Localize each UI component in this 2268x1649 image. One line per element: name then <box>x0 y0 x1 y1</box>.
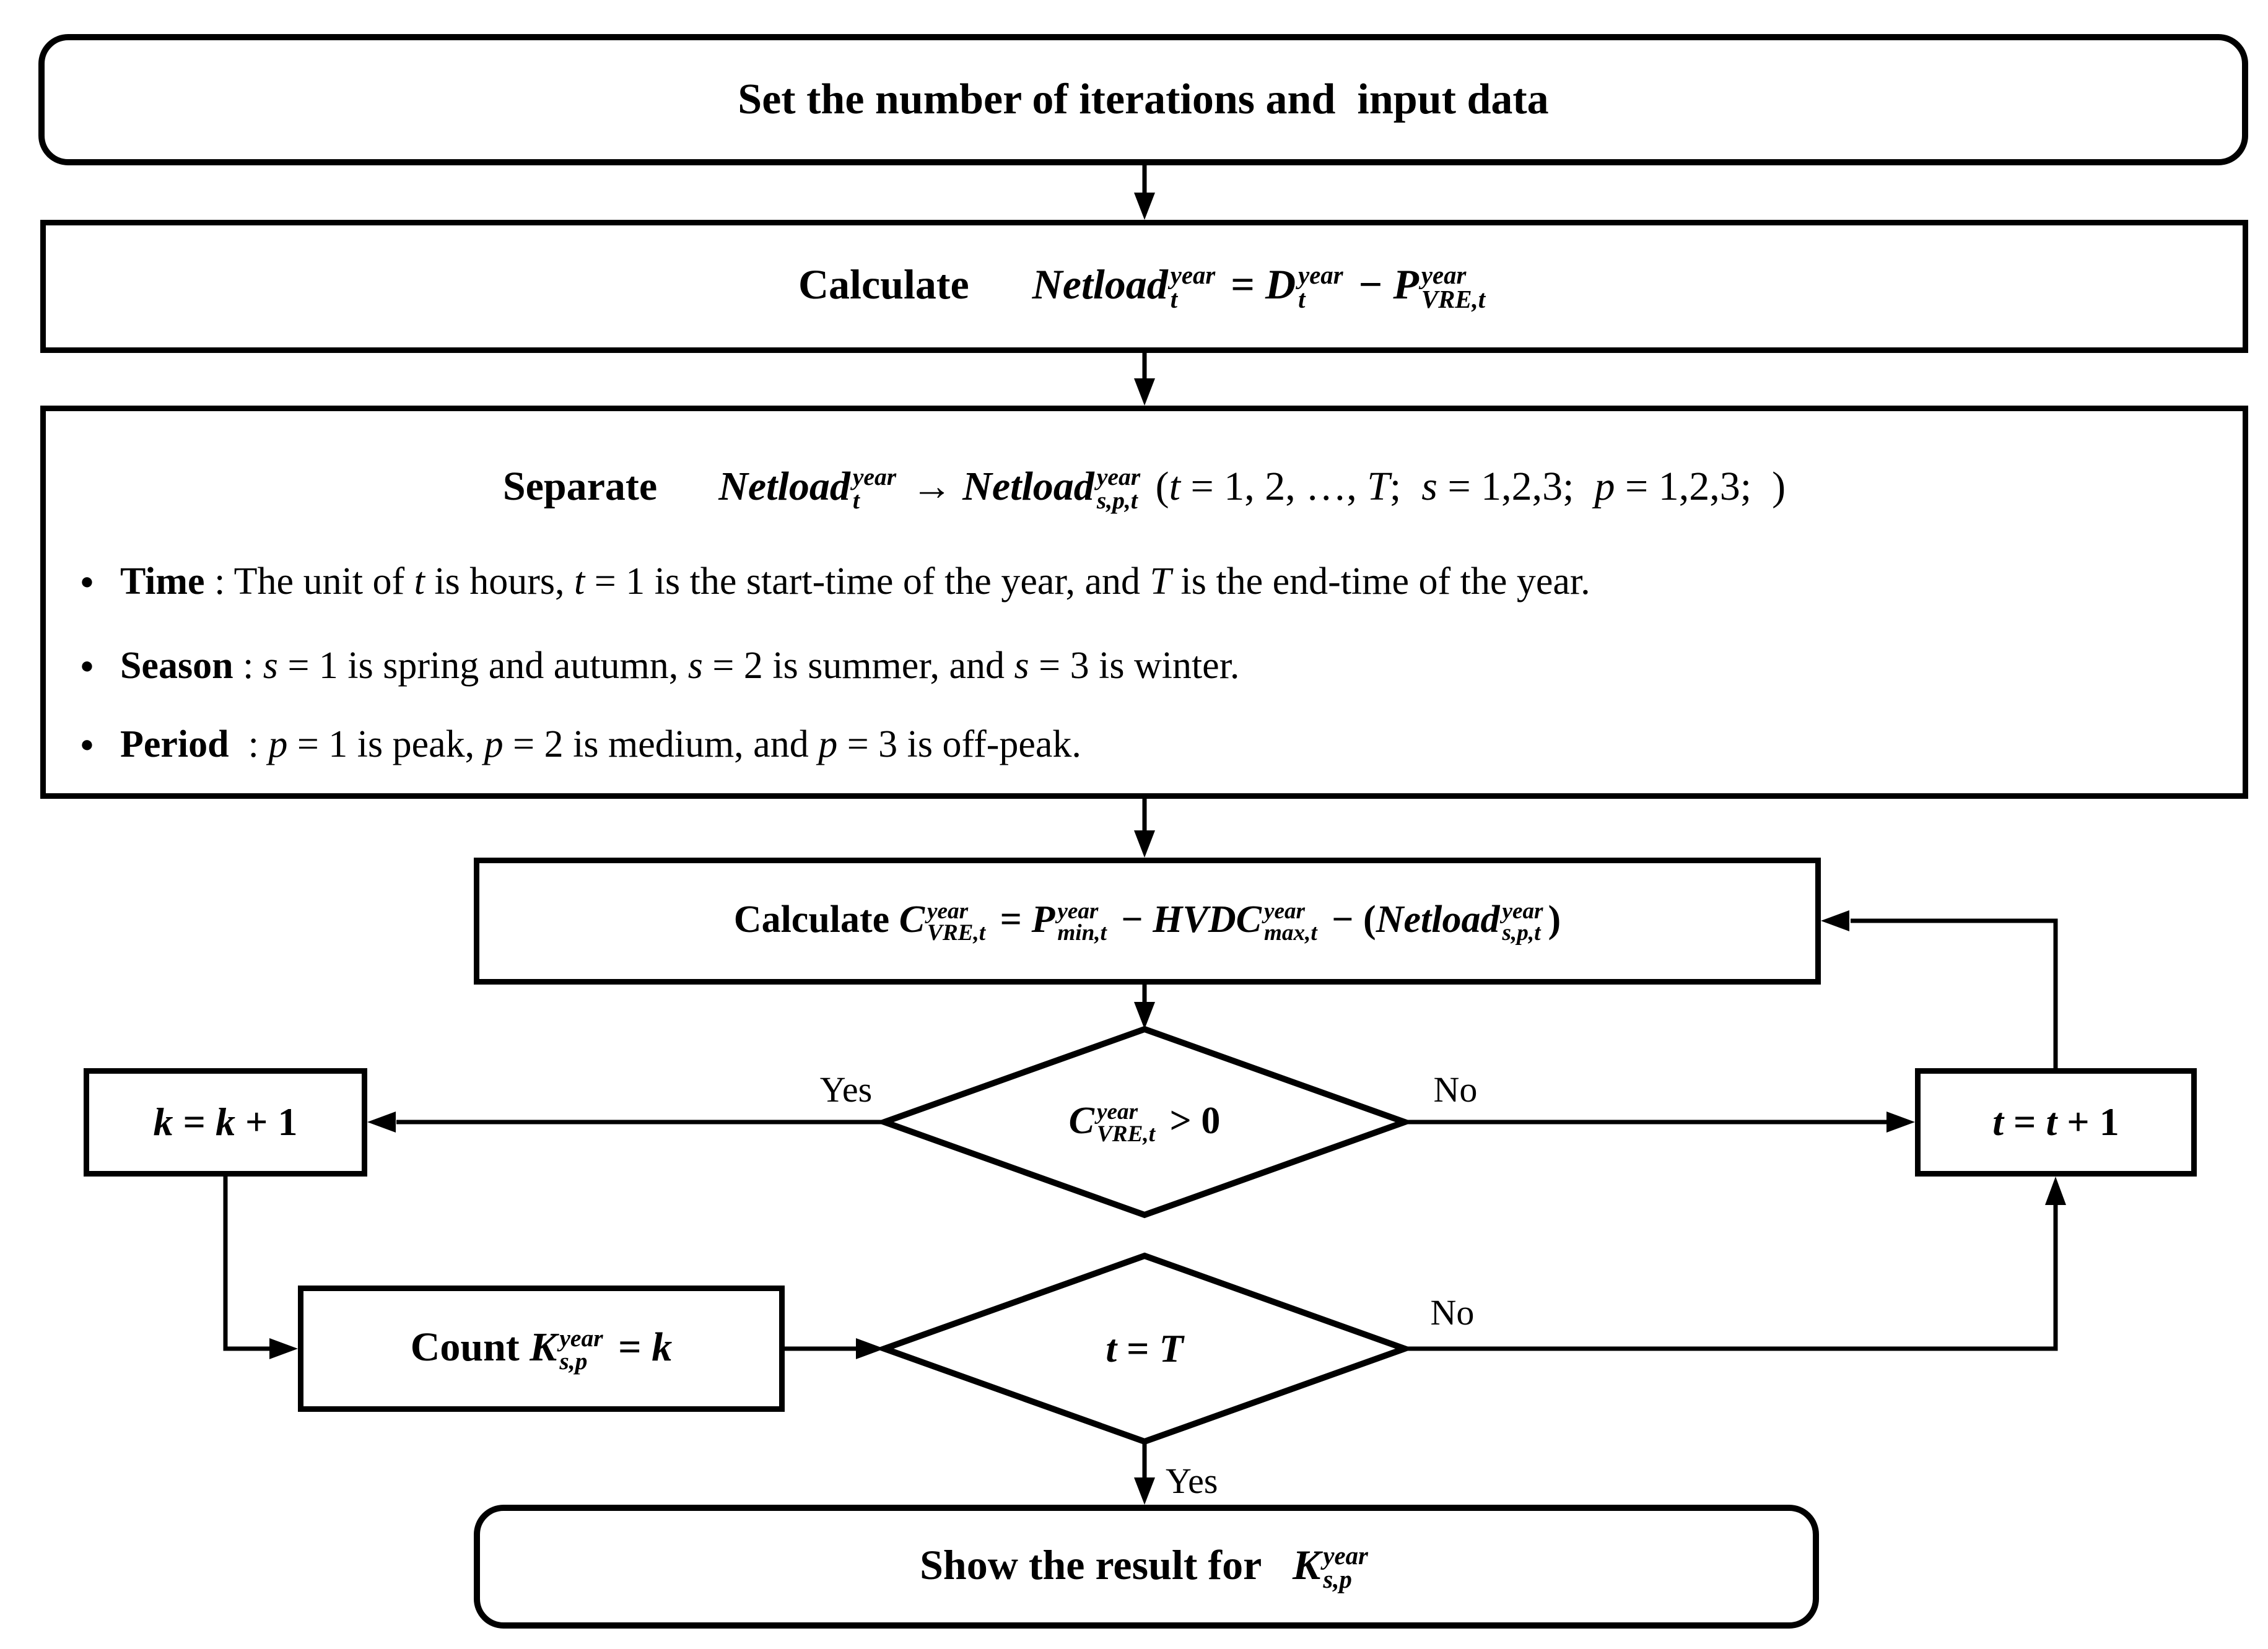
k-increment-formula: k = k + 1 <box>153 1100 298 1144</box>
curtailment-to-decision-arrowhead <box>1134 1002 1155 1029</box>
k-increment-box: k = k + 1 <box>84 1068 367 1177</box>
start-to-calc-arrowhead <box>1134 193 1155 220</box>
bullet-season-text: Season : s = 1 is spring and autumn, s =… <box>120 645 1240 687</box>
t-feedback-arrowhead <box>1821 910 1849 931</box>
bullet-period-text: Period : p = 1 is peak, p = 2 is medium,… <box>120 723 1081 765</box>
decision-no-arrowhead <box>1886 1112 1915 1133</box>
end-decision-yes-arrowhead <box>1134 1477 1155 1505</box>
end-decision-no-arrowhead <box>2045 1177 2066 1205</box>
end-decision-formula: t = T <box>1106 1326 1184 1370</box>
bullet-icon: ● <box>80 568 94 595</box>
start-box-label: Set the number of iterations and input d… <box>738 76 1549 123</box>
t-increment-formula: t = t + 1 <box>1992 1100 2119 1144</box>
bullet-icon: ● <box>80 653 94 679</box>
decision-yes-arrowhead <box>367 1112 396 1133</box>
decision-yes-label: Yes <box>819 1069 873 1110</box>
k-to-count-arrowhead <box>269 1338 298 1359</box>
t-increment-box: t = t + 1 <box>1915 1068 2197 1177</box>
bullet-period: ● Period : p = 1 is peak, p = 2 is mediu… <box>80 721 1081 767</box>
t-feedback-line <box>1851 918 2058 1069</box>
bullet-season: ● Season : s = 1 is spring and autumn, s… <box>80 643 1239 689</box>
start-box: Set the number of iterations and input d… <box>38 34 2248 165</box>
decision-no-label: No <box>1433 1069 1478 1110</box>
count-to-decision-arrowhead <box>856 1338 884 1359</box>
k-to-count-line <box>223 1175 271 1351</box>
decision-curtailment-diamond <box>875 1025 1414 1219</box>
bullet-time: ● Time : The unit of t is hours, t = 1 i… <box>80 559 1590 604</box>
end-decision-label: t = T <box>1021 1290 1268 1408</box>
separate-to-curtailment-arrowhead <box>1134 830 1155 858</box>
bullet-time-text: Time : The unit of t is hours, t = 1 is … <box>120 560 1590 603</box>
bullet-icon: ● <box>80 731 94 758</box>
end-decision-diamond <box>875 1252 1414 1445</box>
calc-to-separate-arrowhead <box>1134 378 1155 406</box>
end-decision-no-label: No <box>1430 1292 1475 1333</box>
end-decision-no-line <box>1405 1205 2058 1351</box>
end-decision-yes-label: Yes <box>1166 1461 1218 1501</box>
